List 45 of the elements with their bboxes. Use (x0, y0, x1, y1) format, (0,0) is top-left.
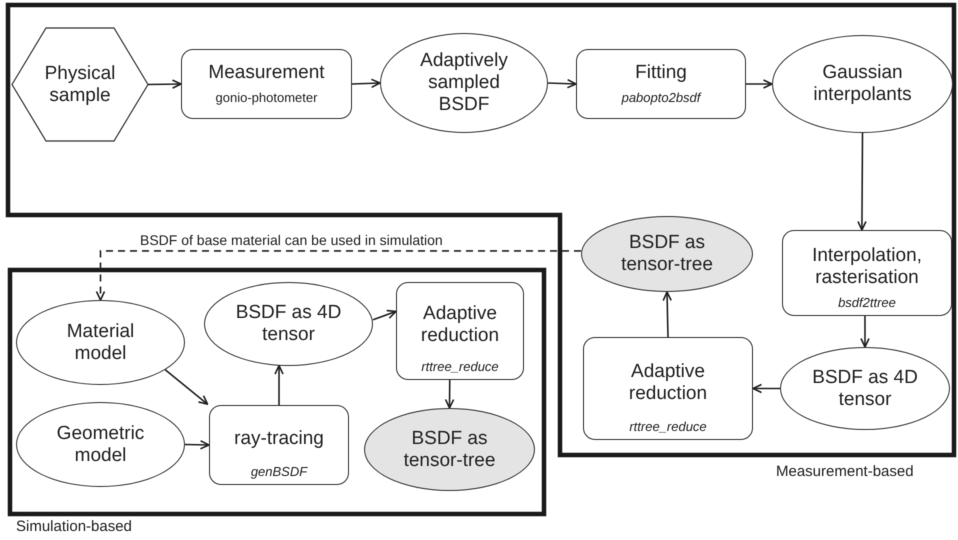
node-label: BSDF as 4D tensor (234, 302, 342, 346)
arrow (860, 316, 870, 348)
arrow (352, 78, 381, 88)
arrow (444, 380, 454, 409)
node-label: BSDF as 4D tensor (811, 366, 919, 410)
tool-name: pabopto2bsdf (622, 90, 700, 106)
node-label: Gaussian interpolants (812, 62, 913, 106)
process-box (576, 49, 746, 119)
node-label: Physical sample (44, 62, 116, 106)
node-label: Fitting (635, 62, 687, 84)
arrow (274, 364, 284, 405)
node-label: Material model (66, 320, 136, 364)
tool-name: genBSDF (250, 464, 308, 480)
process-box (209, 405, 349, 485)
node-label: Adaptive reduction (420, 303, 500, 348)
node-label: BSDF as tensor-tree (620, 232, 714, 276)
tool-name: rttree_reduce (421, 359, 499, 375)
arrow (548, 78, 577, 88)
node-label: BSDF as tensor-tree (402, 428, 496, 472)
process-box (396, 282, 524, 380)
process-box (181, 49, 352, 119)
arrow (746, 79, 773, 89)
process-box (583, 337, 753, 440)
node-label: Measurement (208, 62, 325, 84)
hexagon-node (12, 28, 148, 141)
tool-name: gonio-photometer (216, 90, 318, 106)
tool-name: bsdf2ttree (838, 295, 896, 311)
arrow (148, 79, 182, 89)
node-label: Geometric model (56, 422, 146, 466)
arrow (184, 440, 210, 450)
edge-label: BSDF of base material can be used in simulation (138, 232, 445, 248)
arrow (662, 291, 672, 338)
arrow (752, 384, 780, 394)
node-label: Adaptively sampled BSDF (419, 50, 509, 116)
node-label: Interpolation, rasterisation (811, 245, 923, 290)
arrow (96, 250, 581, 301)
process-box (782, 230, 952, 316)
arrow (164, 369, 208, 405)
node-label: Adaptive reduction (628, 360, 708, 405)
node-label: ray-tracing (234, 428, 324, 450)
tool-name: rttree_reduce (629, 419, 707, 435)
region-label: Simulation-based (16, 518, 132, 535)
arrow (372, 310, 397, 321)
arrow (857, 133, 867, 231)
region-label: Measurement-based (776, 463, 914, 480)
